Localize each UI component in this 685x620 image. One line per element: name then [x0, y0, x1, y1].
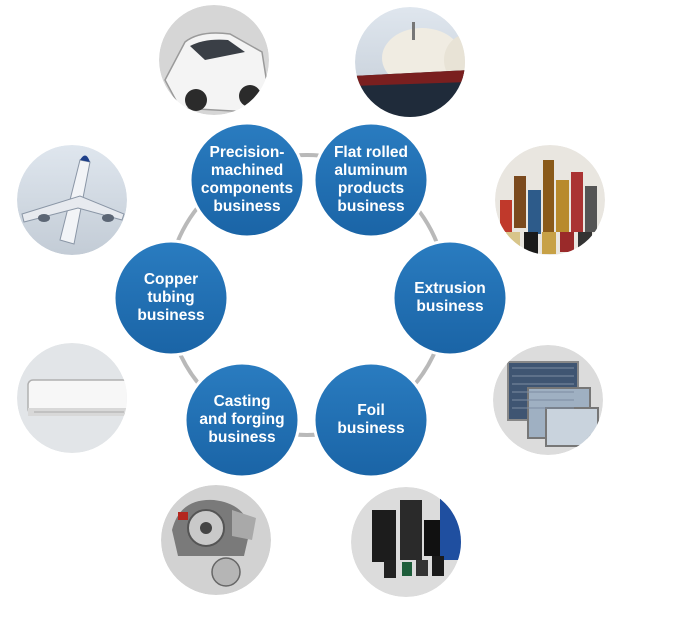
turbocharger-photo	[161, 485, 271, 595]
node-extrusion	[391, 239, 509, 357]
ship-icon	[355, 22, 465, 117]
node-flat-rolled	[312, 121, 430, 239]
turbocharger-icon	[172, 499, 256, 587]
node-precision-machined	[188, 121, 306, 239]
radiator-icon	[507, 361, 599, 447]
node-foil	[312, 361, 430, 479]
capacitor-icon	[372, 490, 461, 578]
airplane-icon	[21, 155, 125, 245]
node-casting-forging	[183, 361, 301, 479]
capacitors-photo	[351, 487, 461, 597]
air-conditioner-icon	[27, 379, 127, 416]
cans-bottles-photo	[495, 145, 605, 255]
node-copper-tubing	[112, 239, 230, 357]
lng-ship-photo	[355, 7, 465, 117]
airplane-photo	[17, 145, 127, 255]
radiator-photo	[493, 345, 603, 455]
car-photo	[159, 5, 269, 115]
air-conditioner-photo	[17, 343, 127, 453]
